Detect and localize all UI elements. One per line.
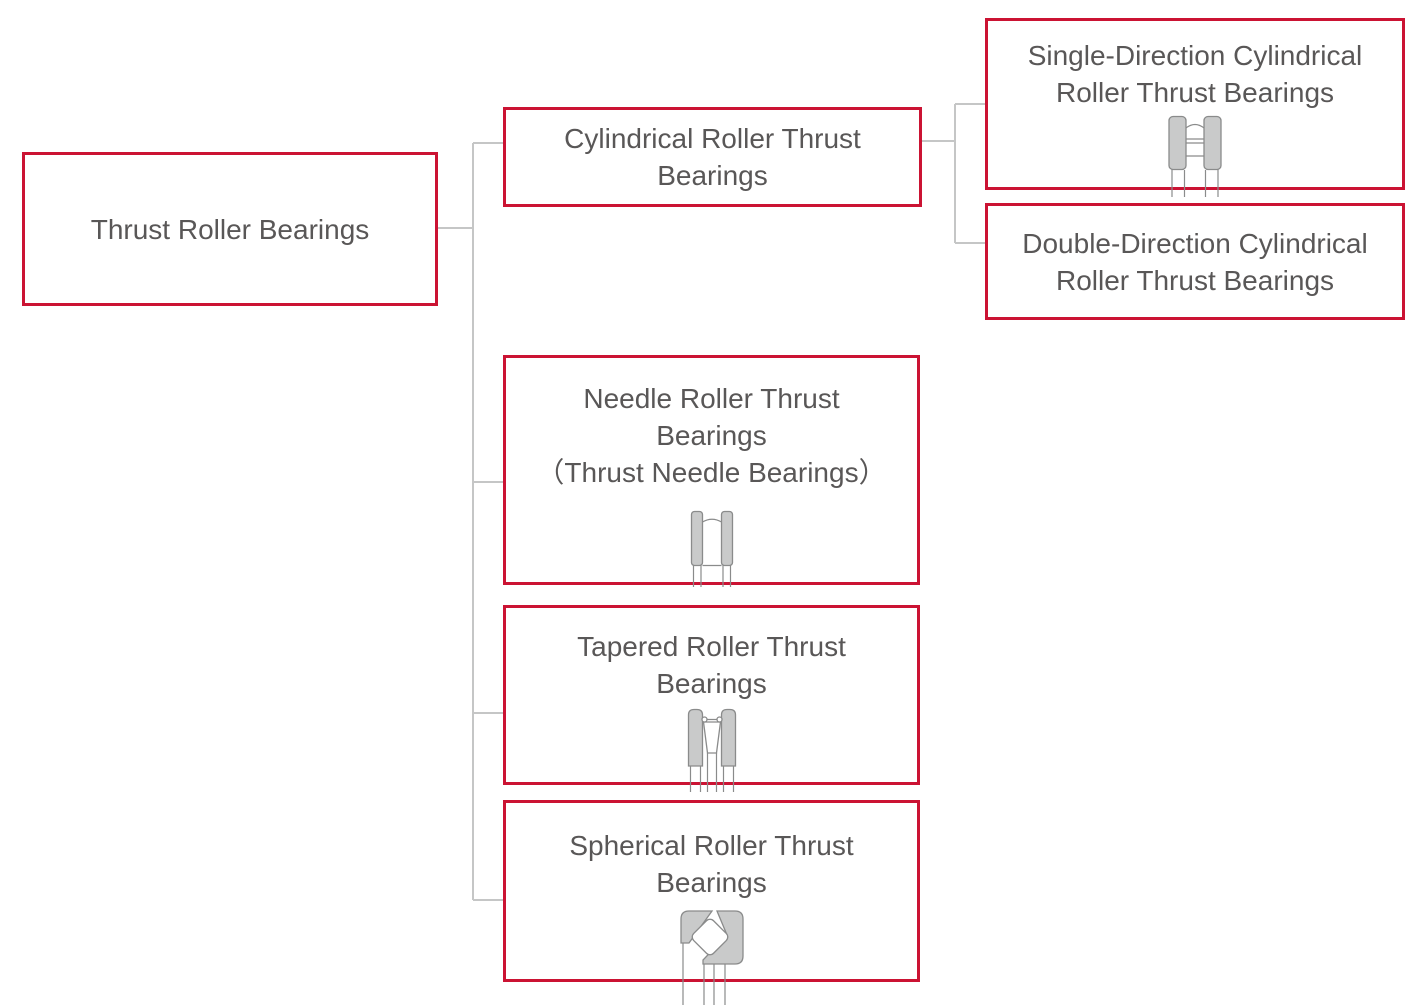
spherical-roller-thrust-bearing-icon — [679, 910, 744, 1005]
node-thrust-roller-bearings: Thrust Roller Bearings — [22, 152, 438, 306]
tapered-roller-thrust-bearing-icon — [687, 708, 736, 792]
needle-roller-thrust-bearing-icon — [690, 510, 733, 587]
single-direction-cylindrical-roller-thrust-bearing-icon — [1168, 115, 1222, 197]
node-label: Thrust Roller Bearings — [90, 213, 370, 245]
